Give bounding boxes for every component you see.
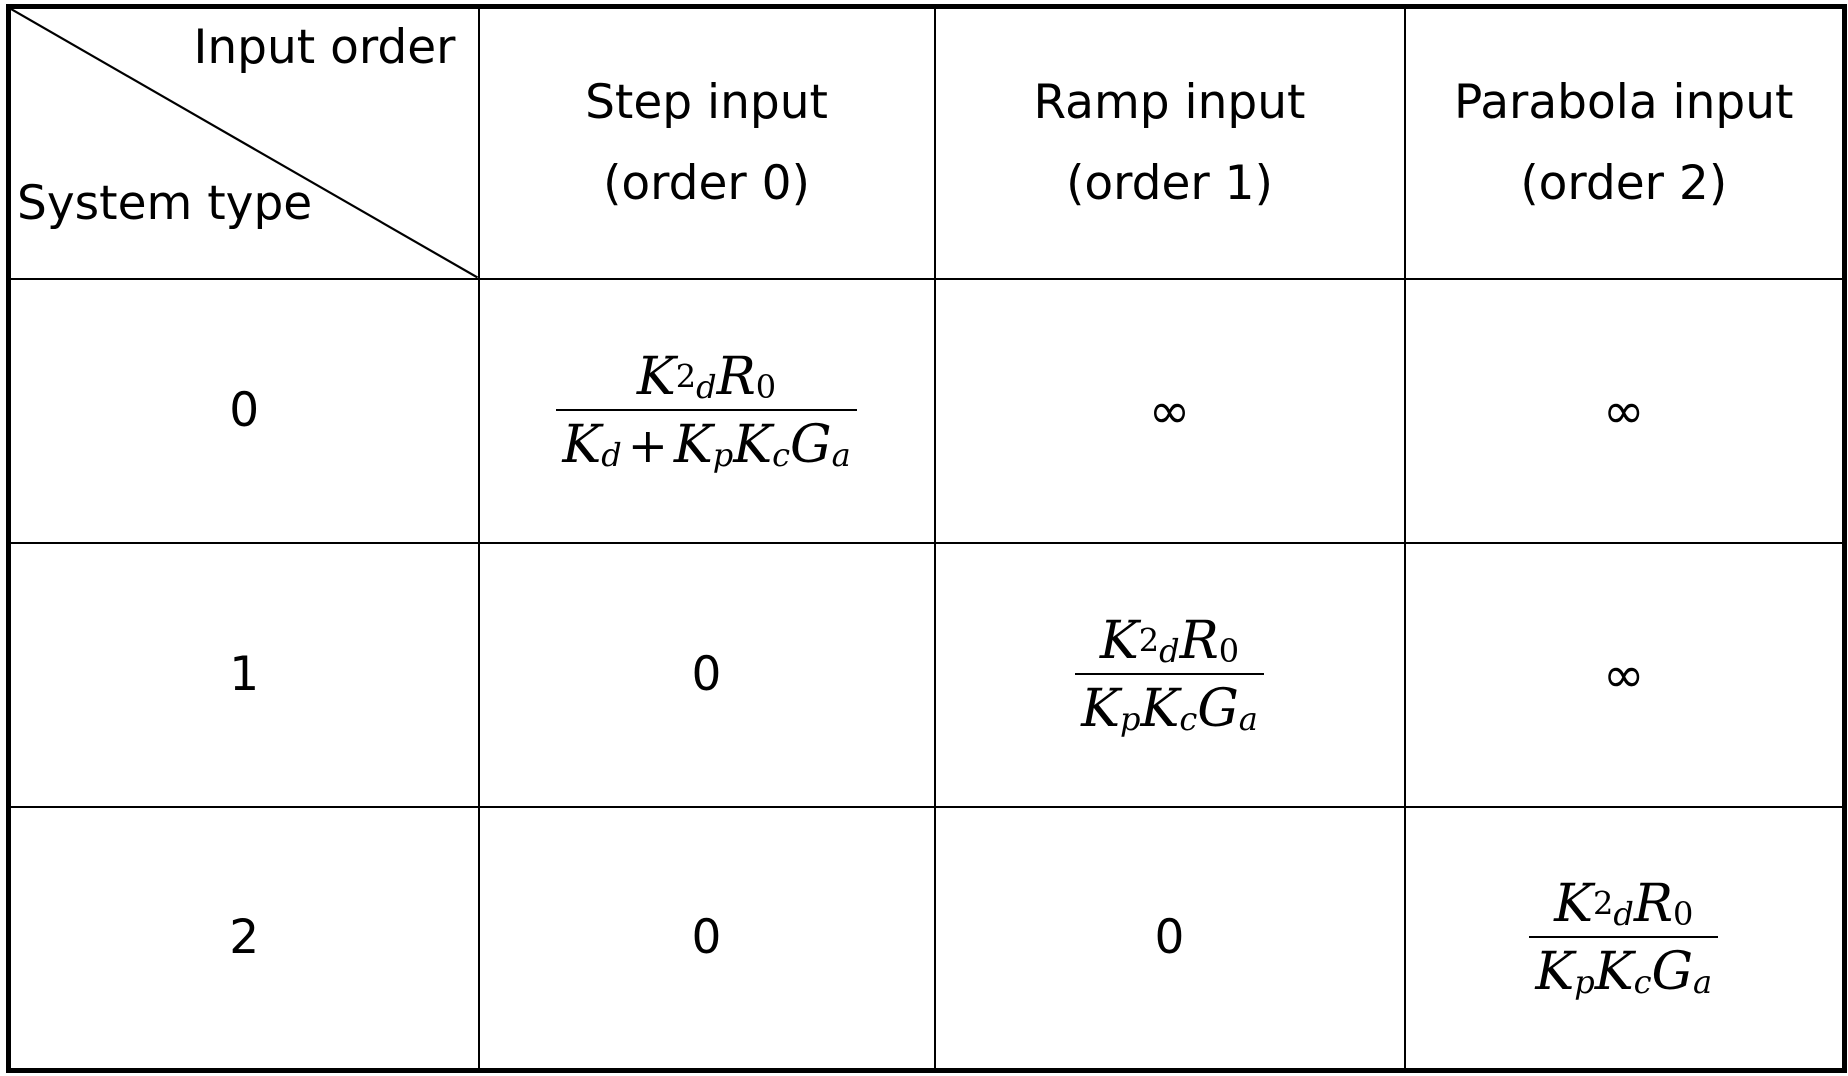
numerator-K-exponent: 2 <box>1138 621 1160 660</box>
denominator-term-1-sub: d <box>601 435 622 474</box>
fraction-numerator: K2dR0 <box>1075 611 1264 675</box>
denominator-term-3-base: G <box>1197 678 1239 739</box>
numerator-K-subscript: d <box>1613 894 1634 933</box>
denominator-term-2-base: K <box>1594 941 1634 1002</box>
cell-type2-parabola: K2dR0 KpKcGa <box>1403 805 1846 1072</box>
cell-type0-ramp: ∞ <box>933 277 1406 544</box>
column-header-parabola-input: Parabola input (order 2) <box>1403 5 1846 280</box>
column-header-step-input: Step input (order 0) <box>477 5 936 280</box>
denominator-term-2-sub: p <box>712 435 734 474</box>
numerator-K-subscript: d <box>696 367 717 406</box>
denominator-term-1-base: K <box>1081 678 1120 739</box>
table-row: 1 0 K2dR0 KpKcGa ∞ <box>7 541 1846 808</box>
denominator-term-3-base: G <box>1651 941 1694 1002</box>
numerator-R-subscript: 0 <box>1218 631 1240 670</box>
steady-state-error-table: Input order System type Step input (orde… <box>6 4 1847 1073</box>
column-header-parabola-input-order: (order 2) <box>1520 156 1728 212</box>
numerator-K-exponent: 2 <box>1593 884 1614 923</box>
corner-system-type-label: System type <box>17 176 313 232</box>
column-header-ramp-input-order: (order 1) <box>1066 156 1273 212</box>
numerator-K: K <box>1554 873 1593 934</box>
column-header-ramp-input-name: Ramp input <box>1033 75 1306 131</box>
cell-type0-parabola: ∞ <box>1403 277 1846 544</box>
fraction-type0-step: K2dR0 Kd+KpKcGa <box>556 346 857 475</box>
cell-type1-parabola: ∞ <box>1403 541 1846 808</box>
table-row: 0 K2dR0 Kd+KpKcGa ∞ ∞ <box>7 277 1846 544</box>
denominator-term-2-sub: c <box>1633 962 1652 1001</box>
row-label-type-0: 0 <box>7 277 480 544</box>
table-header-row: Input order System type Step input (orde… <box>7 5 1846 280</box>
fraction-denominator: KpKcGa <box>1075 675 1264 739</box>
denominator-term-2-base: K <box>1140 678 1180 739</box>
row-label-type-2: 2 <box>7 805 480 1072</box>
denominator-term-3-sub: c <box>772 435 791 474</box>
denominator-term-3-sub: a <box>1238 699 1258 738</box>
cell-type1-ramp: K2dR0 KpKcGa <box>933 541 1406 808</box>
corner-header-cell: Input order System type <box>7 5 480 280</box>
denominator-term-1-base: K <box>562 414 602 475</box>
numerator-R-subscript: 0 <box>755 367 777 406</box>
denominator-term-3-base: K <box>733 414 773 475</box>
fraction-numerator: K2dR0 <box>1529 873 1719 938</box>
cell-type2-ramp: 0 <box>933 805 1406 1072</box>
column-header-ramp-input: Ramp input (order 1) <box>933 5 1406 280</box>
numerator-R: R <box>1633 873 1673 934</box>
numerator-K-exponent: 2 <box>675 357 697 396</box>
corner-input-order-label: Input order <box>193 20 456 75</box>
denominator-plus-operator: + <box>627 417 668 474</box>
numerator-K: K <box>1099 610 1139 671</box>
denominator-term-1-base: K <box>1535 941 1575 1002</box>
column-header-parabola-input-name: Parabola input <box>1454 75 1794 131</box>
row-label-type-1: 1 <box>7 541 480 808</box>
column-header-step-input-name: Step input <box>585 75 828 131</box>
cell-type1-step: 0 <box>477 541 936 808</box>
denominator-term-3-sub: a <box>1693 962 1713 1001</box>
denominator-term-1-sub: p <box>1119 699 1141 738</box>
numerator-K: K <box>636 346 676 407</box>
numerator-K-subscript: d <box>1159 631 1180 670</box>
column-header-step-input-order: (order 0) <box>603 156 810 212</box>
cell-type2-step: 0 <box>477 805 936 1072</box>
denominator-term-1-sub: p <box>1574 962 1595 1001</box>
numerator-R: R <box>716 346 756 407</box>
denominator-term-4-base: G <box>790 414 832 475</box>
cell-type0-step: K2dR0 Kd+KpKcGa <box>477 277 936 544</box>
table-row: 2 0 0 K2dR0 KpKcGa <box>7 805 1846 1072</box>
denominator-term-2-base: K <box>673 414 713 475</box>
numerator-R: R <box>1179 610 1219 671</box>
fraction-denominator: KpKcGa <box>1529 938 1718 1002</box>
numerator-R-subscript: 0 <box>1673 894 1694 933</box>
fraction-numerator: K2dR0 <box>556 346 857 411</box>
fraction-type2-parabola: K2dR0 KpKcGa <box>1529 873 1719 1002</box>
denominator-term-4-sub: a <box>831 435 851 474</box>
fraction-type1-ramp: K2dR0 KpKcGa <box>1075 611 1264 739</box>
fraction-denominator: Kd+KpKcGa <box>556 411 856 475</box>
denominator-term-2-sub: c <box>1179 699 1198 738</box>
